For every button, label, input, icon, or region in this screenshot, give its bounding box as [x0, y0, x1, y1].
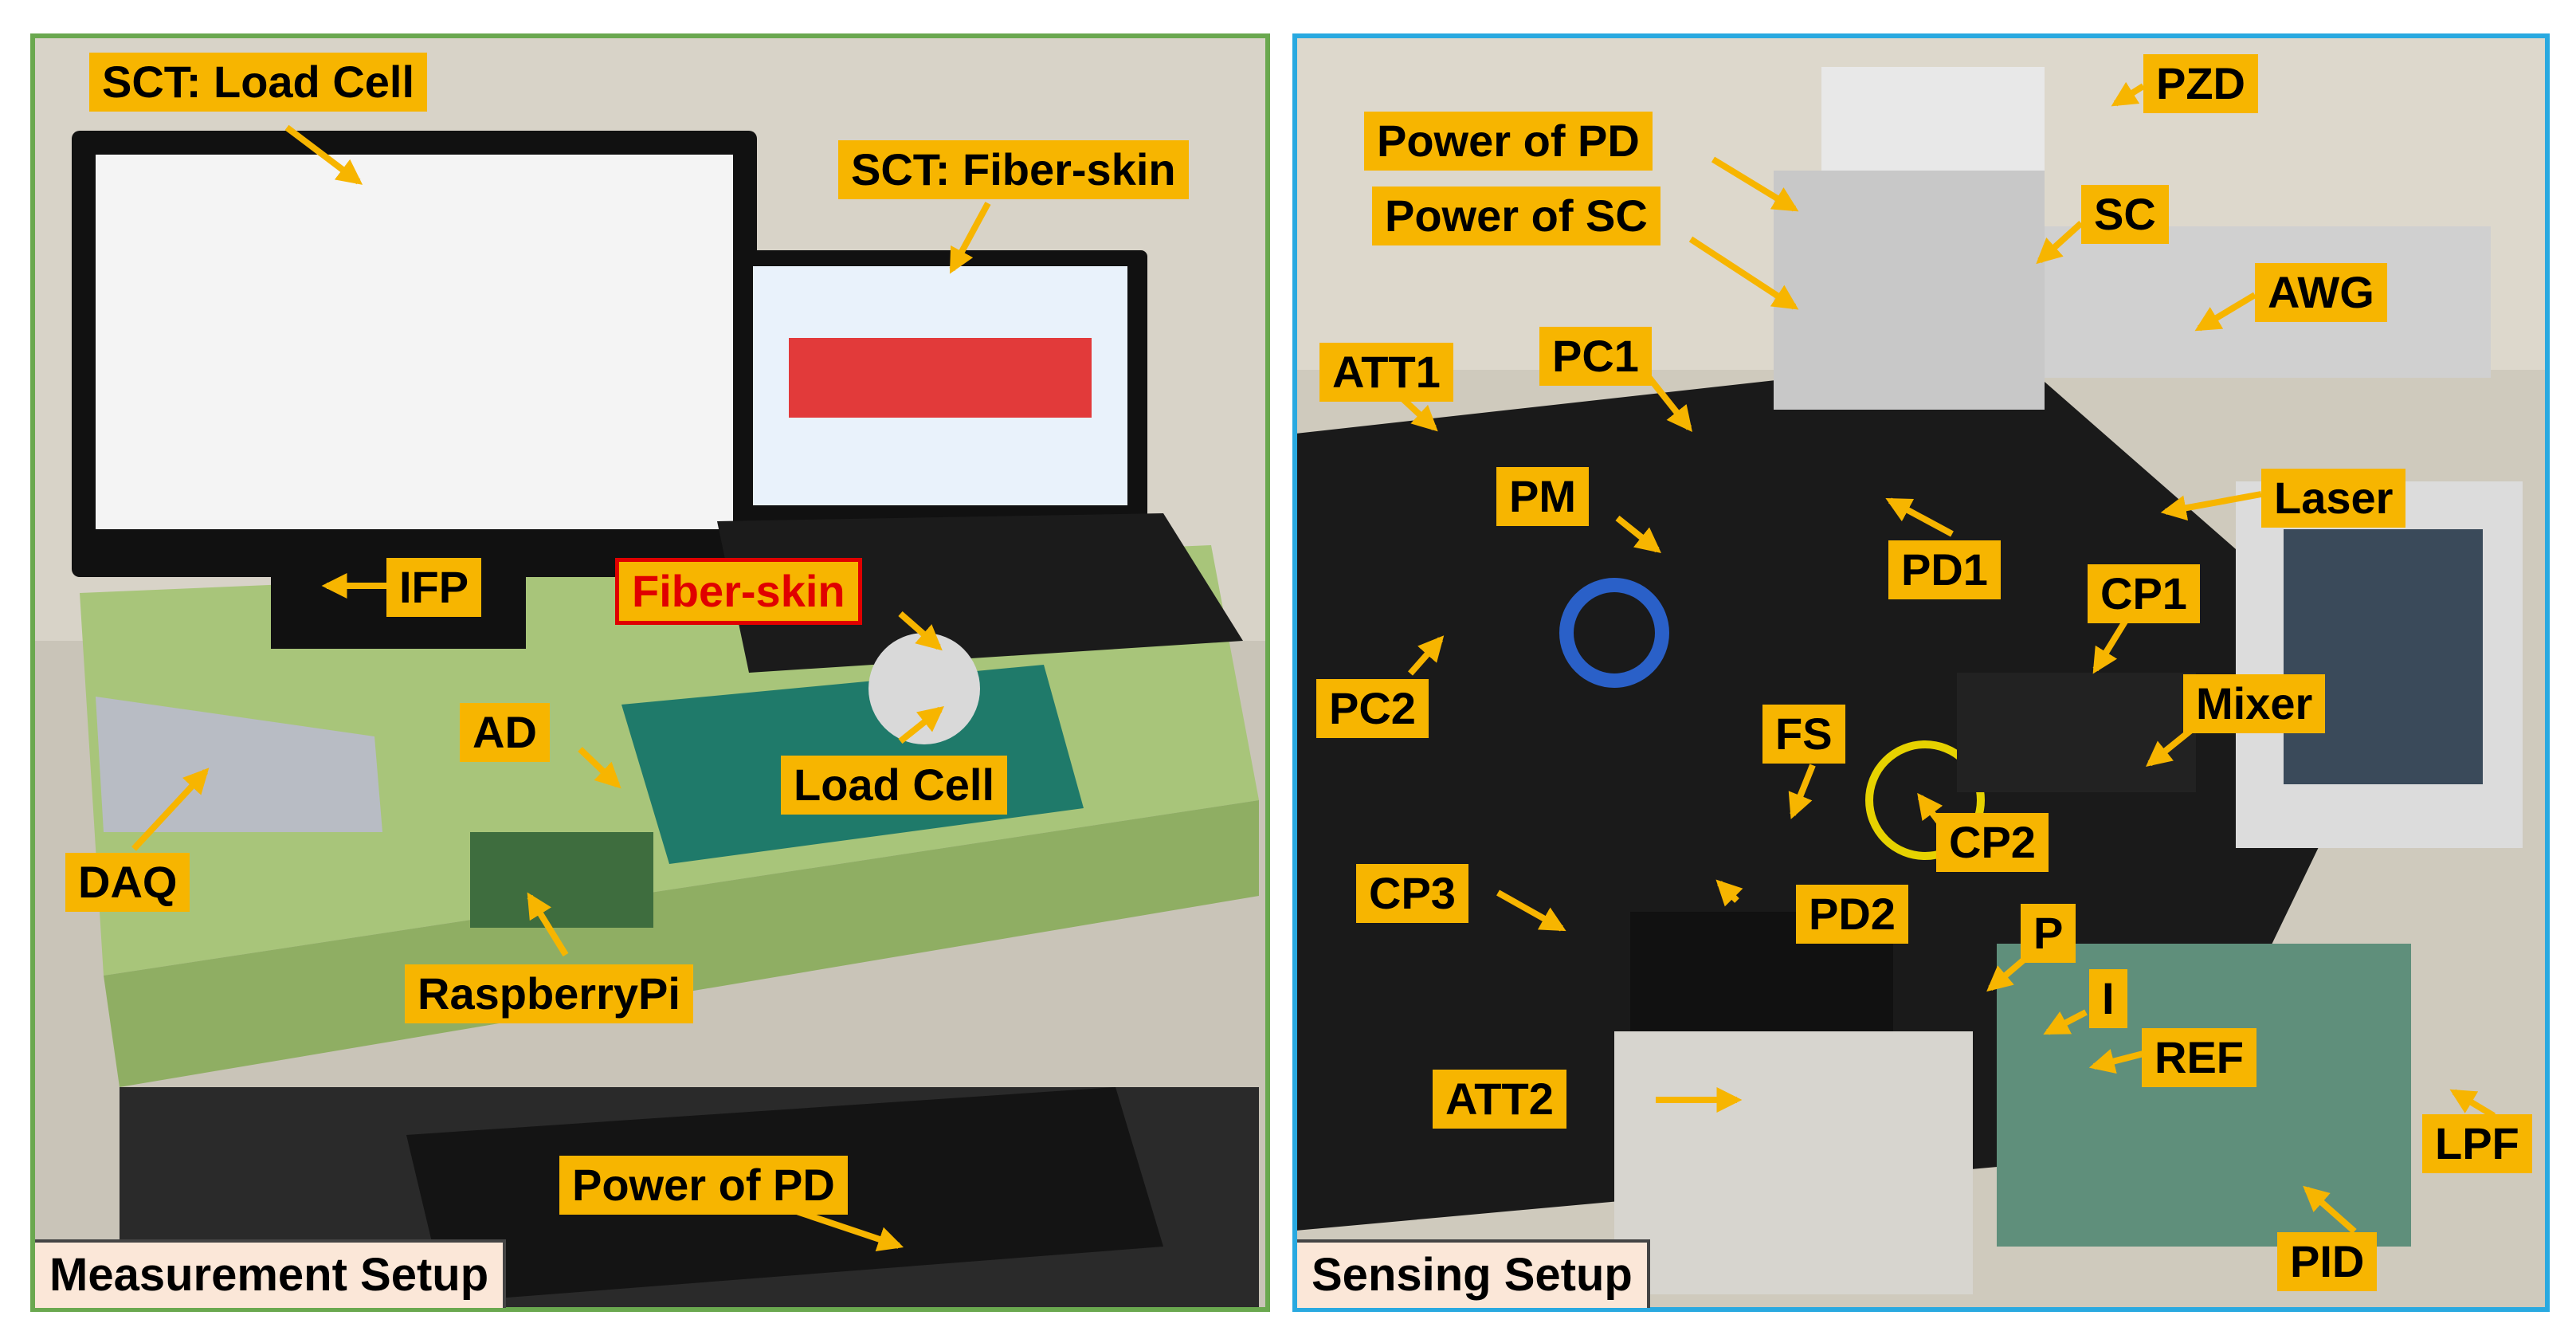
- label-pm: PM: [1496, 467, 1589, 526]
- label-sct-fiber-skin: SCT: Fiber-skin: [838, 140, 1189, 199]
- label-pd2: PD2: [1796, 885, 1908, 944]
- label-ref: REF: [2142, 1028, 2256, 1087]
- sensing-setup-frame: [1292, 33, 2550, 1312]
- label-laser: Laser: [2261, 469, 2406, 528]
- label-fiber-skin: Fiber-skin: [615, 558, 862, 625]
- label-pc2: PC2: [1316, 679, 1429, 738]
- label-daq: DAQ: [65, 853, 190, 912]
- label-awg: AWG: [2255, 263, 2387, 322]
- label-ad: AD: [460, 703, 550, 762]
- label-power-of-sc: Power of SC: [1372, 187, 1660, 245]
- label-cp1: CP1: [2088, 564, 2200, 623]
- label-sct-load-cell: SCT: Load Cell: [89, 53, 428, 112]
- label-att2: ATT2: [1433, 1070, 1566, 1129]
- label-i: I: [2089, 969, 2127, 1028]
- label-mixer: Mixer: [2183, 674, 2326, 733]
- label-pid: PID: [2277, 1232, 2378, 1291]
- label-load-cell: Load Cell: [781, 756, 1008, 815]
- measurement-setup-frame: [30, 33, 1270, 1312]
- label-cp3: CP3: [1356, 864, 1468, 923]
- caption-sensing-setup: Sensing Setup: [1297, 1239, 1650, 1308]
- label-sc: SC: [2081, 185, 2169, 244]
- label-att1: ATT1: [1319, 343, 1453, 402]
- label-cp2: CP2: [1936, 813, 2049, 872]
- label-power-of-pd-left: Power of PD: [559, 1156, 848, 1215]
- label-lpf: LPF: [2422, 1114, 2532, 1173]
- label-pc1: PC1: [1539, 327, 1652, 386]
- label-raspberrypi: RaspberryPi: [405, 964, 693, 1023]
- label-p: P: [2021, 904, 2076, 963]
- label-ifp: IFP: [386, 558, 482, 617]
- measurement-photo: [32, 35, 1267, 1310]
- label-fs: FS: [1762, 705, 1845, 764]
- label-power-of-pd-right: Power of PD: [1364, 112, 1653, 171]
- label-pzd: PZD: [2143, 54, 2258, 113]
- caption-measurement-setup: Measurement Setup: [35, 1239, 507, 1308]
- label-pd1: PD1: [1888, 540, 2001, 599]
